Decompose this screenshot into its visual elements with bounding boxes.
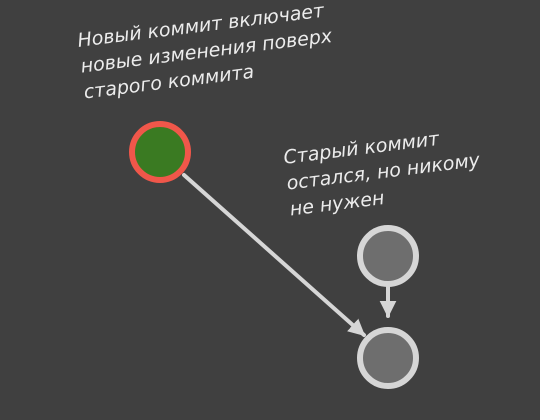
base-commit-node	[357, 327, 419, 389]
old-commit-node	[357, 225, 419, 287]
new-commit-parent-arrow	[182, 173, 366, 337]
new-commit-node	[129, 121, 191, 183]
